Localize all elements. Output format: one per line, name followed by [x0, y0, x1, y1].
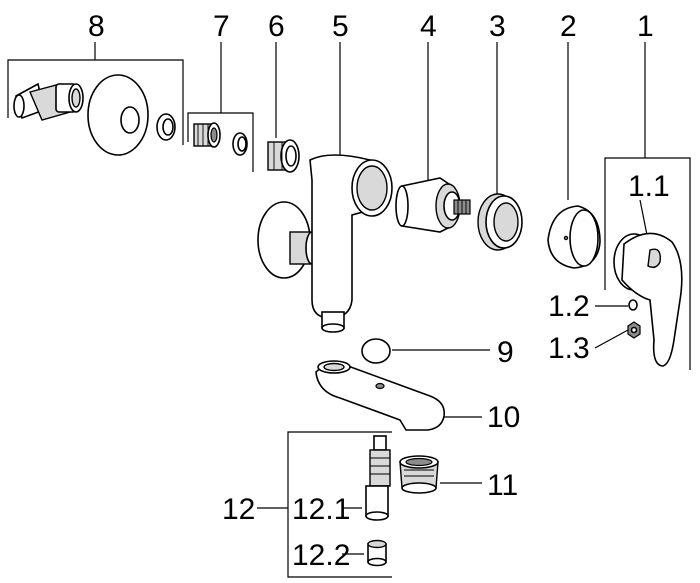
label-9: 9: [497, 336, 514, 369]
label-8: 8: [88, 10, 105, 43]
label-4: 4: [420, 10, 437, 43]
label-12-2: 12.2: [292, 539, 350, 572]
part-4-cartridge: [395, 177, 471, 233]
group-12-bracket: [257, 431, 392, 578]
label-1: 1: [637, 10, 654, 43]
label-1-1: 1.1: [628, 170, 670, 203]
part-1-3-nut: [627, 321, 641, 339]
group-8-bracket: [7, 42, 184, 145]
part-1-1-lever-handle: [613, 232, 683, 367]
label-3: 3: [489, 10, 506, 43]
group-1-bracket: [604, 42, 691, 370]
leader-1-3: [594, 329, 629, 349]
part-2-cover-cap: [547, 205, 601, 269]
part-7-washer: [232, 132, 248, 156]
label-12: 12: [222, 493, 255, 526]
part-8-elbow-connector: [13, 82, 84, 121]
label-1-2: 1.2: [548, 290, 590, 323]
group-7-bracket: [187, 42, 254, 172]
part-9-ball: [361, 338, 391, 364]
label-7: 7: [213, 10, 230, 43]
label-6: 6: [268, 10, 285, 43]
label-1-3: 1.3: [548, 332, 590, 365]
label-11: 11: [487, 469, 518, 502]
part-11-aerator: [399, 455, 439, 494]
label-5: 5: [332, 10, 349, 43]
part-12-1-diverter-cartridge: [365, 435, 391, 521]
label-10: 10: [487, 401, 520, 434]
part-8-washer: [156, 113, 176, 141]
part-1-2-screw: [628, 299, 638, 311]
label-2: 2: [560, 10, 577, 43]
part-10-spout: [315, 360, 446, 431]
part-6-union-nut: [267, 139, 300, 173]
label-12-1: 12.1: [292, 493, 350, 526]
part-3-threaded-ring: [477, 193, 523, 251]
part-5-mixer-body: [257, 154, 393, 333]
part-7-nipple: [193, 122, 221, 148]
part-8-rosette: [87, 74, 149, 156]
part-12-2-sleeve: [367, 539, 387, 567]
